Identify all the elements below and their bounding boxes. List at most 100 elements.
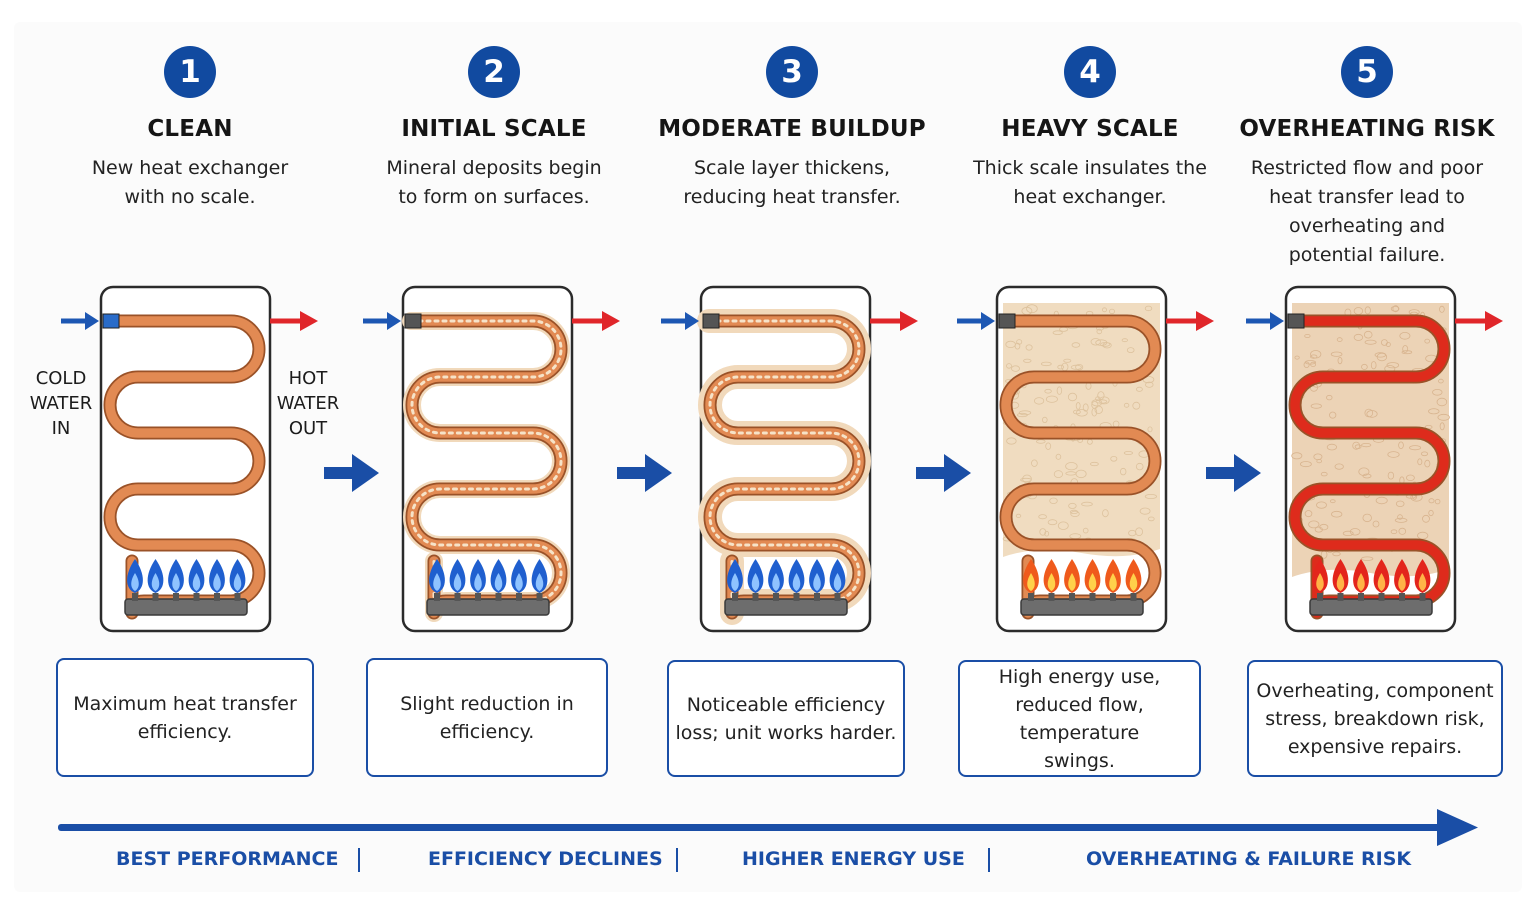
timeline-label-overheating-failure: OVERHEATING & FAILURE RISK <box>1086 848 1412 870</box>
scale-texture <box>1014 342 1021 350</box>
scale-texture <box>1349 528 1361 536</box>
scale-texture <box>1017 412 1028 418</box>
cold-inlet-arrowhead <box>981 312 995 330</box>
stage-transition-arrow-shaft <box>324 467 356 479</box>
scale-texture <box>1304 333 1311 338</box>
scale-texture <box>1145 381 1154 388</box>
scale-texture <box>1300 461 1312 468</box>
flame-core <box>1316 573 1324 591</box>
scale-texture <box>1372 520 1380 528</box>
heater-stage-1 <box>61 285 379 633</box>
flame-core <box>1109 573 1117 591</box>
flame-core <box>1088 573 1097 591</box>
stage-1-effect-box: Maximum heat transfer efficiency. <box>56 658 314 777</box>
burner-nozzle <box>1317 593 1323 601</box>
scale-texture <box>1045 442 1052 450</box>
scale-texture <box>1363 330 1373 339</box>
scale-texture <box>1342 530 1354 537</box>
scale-texture <box>1073 409 1081 415</box>
scale-texture <box>1428 408 1440 415</box>
stage-transition-arrow-shaft <box>1206 467 1238 479</box>
stage-4-effect-box: High energy use, reduced flow, temperatu… <box>958 660 1201 777</box>
flame-core <box>772 573 780 591</box>
scale-texture <box>1381 339 1388 346</box>
heater-stage-4 <box>957 285 1261 633</box>
scale-texture <box>1291 452 1303 460</box>
stage-title: CLEAN <box>147 116 233 142</box>
stage-description: New heat exchanger with no scale. <box>91 157 289 208</box>
scale-texture <box>1334 463 1344 470</box>
copper-pipe <box>104 316 264 618</box>
scale-texture <box>1045 395 1058 403</box>
scale-texture <box>1329 411 1337 419</box>
scale-texture <box>1100 342 1111 347</box>
scale-texture <box>1144 305 1153 312</box>
scale-texture <box>1022 474 1032 484</box>
scale-texture <box>1018 410 1032 416</box>
scale-texture <box>1353 333 1364 341</box>
scale-texture <box>1424 459 1431 468</box>
scale-texture <box>1303 361 1310 368</box>
scale-texture <box>1075 402 1081 410</box>
scale-texture <box>1424 338 1430 344</box>
flame-core <box>1336 573 1345 591</box>
hot-outlet-arrowhead <box>602 311 620 331</box>
burner-nozzle <box>1089 593 1096 601</box>
burner-nozzle <box>1048 593 1055 601</box>
scale-texture <box>1432 388 1443 396</box>
stage-5: 5 OVERHEATING RISK Restricted flow and p… <box>1222 0 1512 266</box>
hot-outlet-arrowhead <box>900 311 918 331</box>
scale-texture <box>1330 499 1336 504</box>
burner-nozzle <box>152 593 159 601</box>
burner-nozzle <box>173 593 179 601</box>
scale-texture <box>1038 514 1047 520</box>
scale-texture <box>1331 510 1343 518</box>
burner-nozzle <box>1419 593 1426 601</box>
scale-texture <box>1148 516 1155 522</box>
flame-core <box>131 573 139 591</box>
inlet-fitting <box>404 313 422 329</box>
scale-texture <box>1055 453 1062 460</box>
scale-texture <box>1065 462 1078 471</box>
scale-texture <box>1390 529 1398 534</box>
flame-core <box>1377 573 1386 591</box>
scale-texture <box>1031 459 1038 467</box>
scale-texture <box>1135 462 1144 471</box>
scale-texture <box>1387 451 1400 458</box>
cold-inlet-arrowhead <box>685 312 699 330</box>
burner-base <box>724 598 848 616</box>
scale-texture <box>1439 305 1445 313</box>
burner-nozzle <box>1069 593 1075 601</box>
heater-stage-5 <box>1246 285 1503 633</box>
scale-texture <box>1392 305 1399 313</box>
scale-texture <box>1056 386 1063 395</box>
burner-base <box>426 598 550 616</box>
burner-nozzle <box>495 593 502 601</box>
scale-texture <box>1326 394 1333 401</box>
stage-title: MODERATE BUILDUP <box>658 116 926 142</box>
timeline-label-best-performance: BEST PERFORMANCE <box>116 848 339 870</box>
scale-texture <box>1026 304 1038 314</box>
cold-inlet-arrowhead <box>85 312 99 330</box>
burner-nozzle <box>193 593 200 601</box>
scale-texture <box>1109 308 1115 315</box>
scale-texture <box>1047 519 1058 526</box>
hot-outlet-arrowhead <box>1196 311 1214 331</box>
burner-nozzle <box>1378 593 1385 601</box>
scale-texture <box>1304 510 1313 518</box>
scale-texture <box>1394 517 1408 523</box>
stage-number-badge: 2 <box>468 46 520 98</box>
stage-description: Thick scale insulates the heat exchanger… <box>973 157 1207 208</box>
scale-texture <box>1096 328 1103 335</box>
scale-texture <box>1102 509 1109 518</box>
scale-texture <box>1337 356 1343 365</box>
scale-texture <box>1395 500 1405 507</box>
scale-texture <box>1309 354 1318 359</box>
scale-texture <box>1052 330 1063 336</box>
stage-transition-arrowhead <box>645 454 672 492</box>
scale-texture <box>1070 510 1080 518</box>
scale-texture <box>1123 402 1130 408</box>
flame-core <box>192 573 201 591</box>
scale-texture <box>1102 307 1108 313</box>
flame-core <box>172 573 180 591</box>
